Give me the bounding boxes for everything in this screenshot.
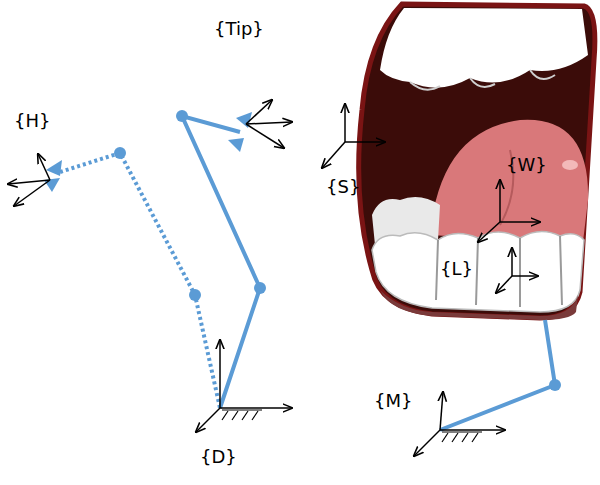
mouth-illustration <box>359 4 595 320</box>
ground-hatch <box>222 410 482 442</box>
frame-label: {H} <box>14 110 50 132</box>
coordinate-frames <box>8 100 540 456</box>
frame-label: {L} <box>440 258 473 280</box>
frame-label: {W} <box>506 154 547 176</box>
robot-arm <box>176 110 266 408</box>
frame-label: {D} <box>200 446 237 468</box>
mouth-arm <box>440 320 561 430</box>
previous-arm <box>44 147 220 408</box>
frame-label: {S} <box>326 176 360 198</box>
frame-label: {M} <box>374 390 412 412</box>
frame-label: {Tip} <box>214 18 264 40</box>
